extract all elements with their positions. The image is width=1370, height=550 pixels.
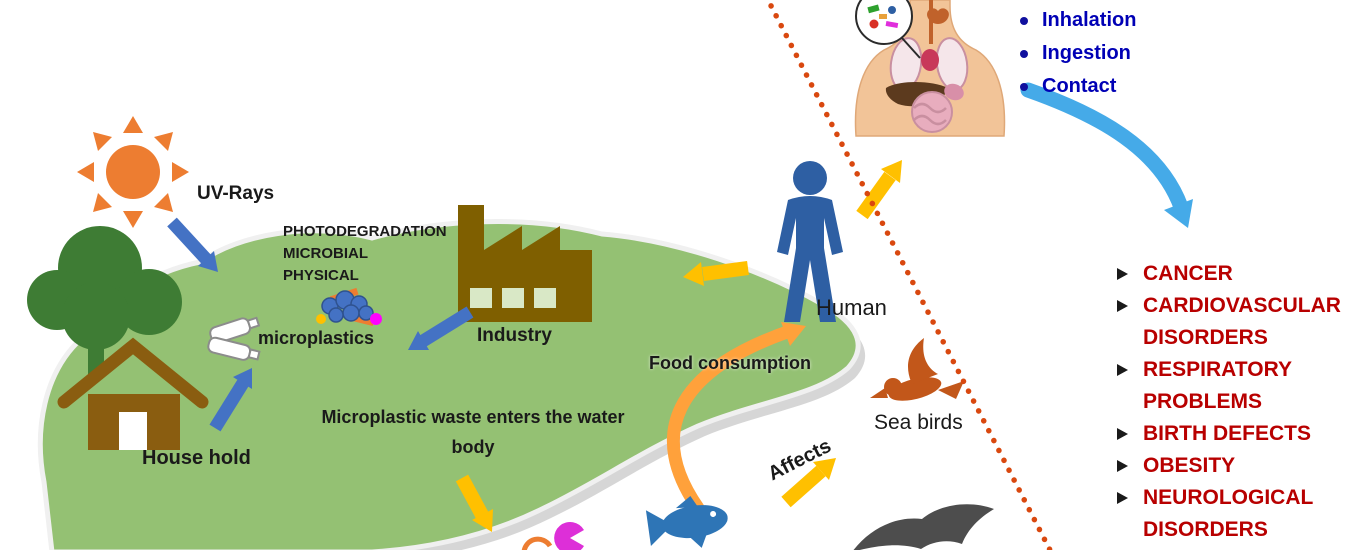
uv-rays-arrow: [167, 217, 218, 272]
arrow-bullet-icon: [1117, 290, 1143, 354]
orange-fragment-icon: [521, 536, 553, 550]
health-effect-item: OBESITY: [1117, 450, 1370, 482]
exposure-route-label: Contact: [1042, 75, 1117, 97]
microplastics-cluster-icon: [316, 287, 382, 327]
arrow-bullet-icon: [1117, 354, 1143, 418]
exposure-route-item: Contact: [1020, 70, 1136, 103]
sea-birds-label: Sea birds: [874, 411, 963, 434]
bullet-icon: [1020, 49, 1028, 58]
arrow-bullet-icon: [1117, 418, 1143, 450]
health-effect-label: NEUROLOGICAL DISORDERS: [1143, 486, 1313, 541]
arrow-bullet-icon: [1117, 482, 1143, 546]
human-left-arrow: [683, 261, 749, 286]
divider-dotted-line: [764, 0, 1054, 550]
degradation-processes-label: PHOTODEGRADATION MICROBIAL PHYSICAL: [283, 221, 447, 287]
human-icon: [777, 161, 843, 322]
human-label: Human: [816, 295, 887, 320]
food-consumption-arrow: [667, 322, 806, 515]
health-effect-label: OBESITY: [1143, 454, 1236, 477]
sun-icon: [77, 116, 189, 228]
exposure-route-item: Inhalation: [1020, 4, 1136, 37]
industry-label: Industry: [477, 325, 552, 346]
affects-arrow: [781, 458, 836, 508]
exposure-route-label: Ingestion: [1042, 42, 1131, 64]
sea-bird-icon: [870, 338, 964, 401]
human-to-body-arrow: [856, 160, 902, 220]
health-effect-item: NEUROLOGICAL DISORDERS: [1117, 482, 1370, 546]
landmass: [37, 219, 866, 550]
exposure-routes-list: Inhalation Ingestion Contact: [1020, 4, 1136, 103]
human-anatomy-illustration: [845, 0, 1017, 137]
uv-rays-label: UV-Rays: [197, 183, 275, 204]
microplastics-label: microplastics: [258, 328, 375, 348]
photodegradation-label: PHOTODEGRADATION: [283, 223, 447, 240]
fish-icon: [645, 495, 738, 548]
house-icon: [57, 337, 209, 450]
health-effects-list: CANCER CARDIOVASCULAR DISORDERS RESPIRAT…: [1117, 258, 1370, 546]
bullet-icon: [1020, 82, 1028, 91]
arrow-bullet-icon: [1117, 258, 1143, 290]
arrow-bullet-icon: [1117, 450, 1143, 482]
water-entry-arrow: [455, 474, 493, 532]
bullet-icon: [1020, 16, 1028, 25]
health-effect-item: BIRTH DEFECTS: [1117, 418, 1370, 450]
health-effect-label: BIRTH DEFECTS: [1143, 422, 1311, 445]
bird-silhouette-icon: [853, 504, 994, 550]
microbial-label: MICROBIAL: [283, 245, 368, 262]
health-effect-label: CARDIOVASCULAR DISORDERS: [1143, 294, 1341, 349]
health-effect-label: RESPIRATORY PROBLEMS: [1143, 358, 1292, 413]
household-label: House hold: [142, 447, 251, 469]
tree-icon: [27, 226, 182, 376]
plastic-waste-icon: [207, 316, 261, 361]
health-effect-item: CANCER: [1117, 258, 1370, 290]
health-effect-item: CARDIOVASCULAR DISORDERS: [1117, 290, 1370, 354]
factory-icon: [458, 205, 592, 322]
waste-entry-label: Microplastic waste enters the water body: [321, 407, 625, 457]
physical-label: PHYSICAL: [283, 267, 359, 284]
health-effect-label: CANCER: [1143, 262, 1233, 285]
health-effect-item: RESPIRATORY PROBLEMS: [1117, 354, 1370, 418]
exposure-to-effects-arrow: [1020, 82, 1193, 228]
industry-waste-arrow: [408, 306, 474, 350]
plastic-fragment-icon: [554, 522, 584, 550]
food-consumption-label: Food consumption: [649, 353, 811, 373]
exposure-route-item: Ingestion: [1020, 37, 1136, 70]
household-waste-arrow: [209, 368, 252, 432]
exposure-route-label: Inhalation: [1042, 9, 1137, 31]
